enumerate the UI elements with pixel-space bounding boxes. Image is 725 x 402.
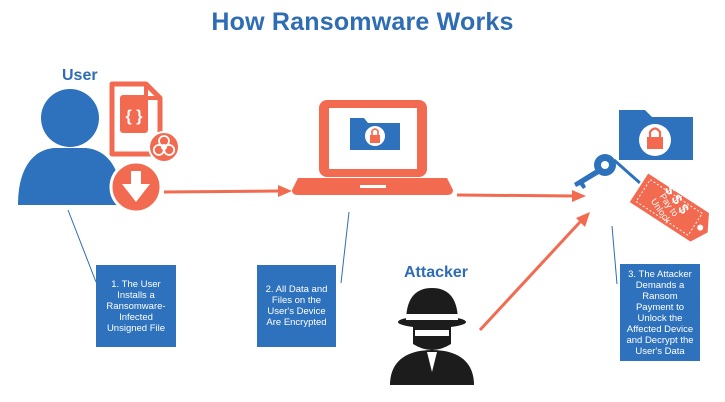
attacker-label: Attacker bbox=[404, 264, 469, 281]
step-2-box: 2. All Data and Files on the User's Devi… bbox=[257, 265, 336, 347]
laptop-locked-folder-icon bbox=[350, 118, 400, 150]
arrow-attacker-to-ransom bbox=[478, 212, 590, 332]
step-3-box: 3. The Attacker Demands a Ransom Payment… bbox=[620, 264, 700, 361]
connector-step2 bbox=[340, 211, 350, 284]
download-icon bbox=[109, 160, 163, 214]
laptop-icon bbox=[292, 100, 453, 195]
diagram-title: How Ransomware Works bbox=[211, 8, 514, 36]
arrow-user-to-laptop bbox=[163, 185, 292, 197]
step-1-box: 1. The User Installs a Ransomware- Infec… bbox=[96, 265, 176, 347]
code-file-braces: { } bbox=[126, 108, 143, 125]
arrow-laptop-to-ransom bbox=[456, 190, 586, 202]
key-icon bbox=[574, 154, 641, 189]
biohazard-icon bbox=[148, 131, 180, 163]
connector-step3 bbox=[611, 225, 618, 285]
user-label: User bbox=[62, 67, 98, 84]
attacker-icon bbox=[390, 288, 474, 385]
code-file-icon: { } bbox=[109, 81, 163, 157]
connector-lines bbox=[67, 209, 618, 285]
user-icon bbox=[18, 89, 122, 205]
locked-folder-icon bbox=[619, 110, 693, 160]
connector-step1 bbox=[67, 209, 97, 283]
ransom-tag-icon bbox=[626, 170, 712, 244]
